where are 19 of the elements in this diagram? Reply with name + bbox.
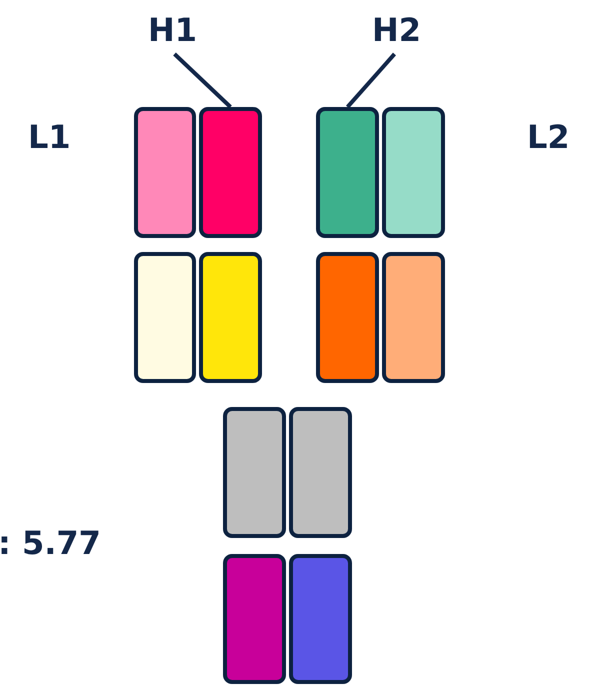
colored-bar [382,252,445,383]
text-label: : 5.77 [0,527,101,559]
colored-bar [289,407,352,538]
text-label: L2 [527,121,570,153]
colored-bar [316,252,379,383]
heading-label: H2 [372,14,422,46]
colored-bar [134,107,196,238]
colored-bar [134,252,196,383]
leader-line [346,52,396,108]
colored-bar [382,107,445,238]
colored-bar [223,407,286,538]
colored-bar [199,252,262,383]
heading-label: H1 [148,14,198,46]
text-label: L1 [28,121,71,153]
leader-line [173,52,232,108]
colored-bar [223,554,286,684]
colored-bar [316,107,379,238]
colored-bar [289,554,352,684]
colored-bar [199,107,262,238]
